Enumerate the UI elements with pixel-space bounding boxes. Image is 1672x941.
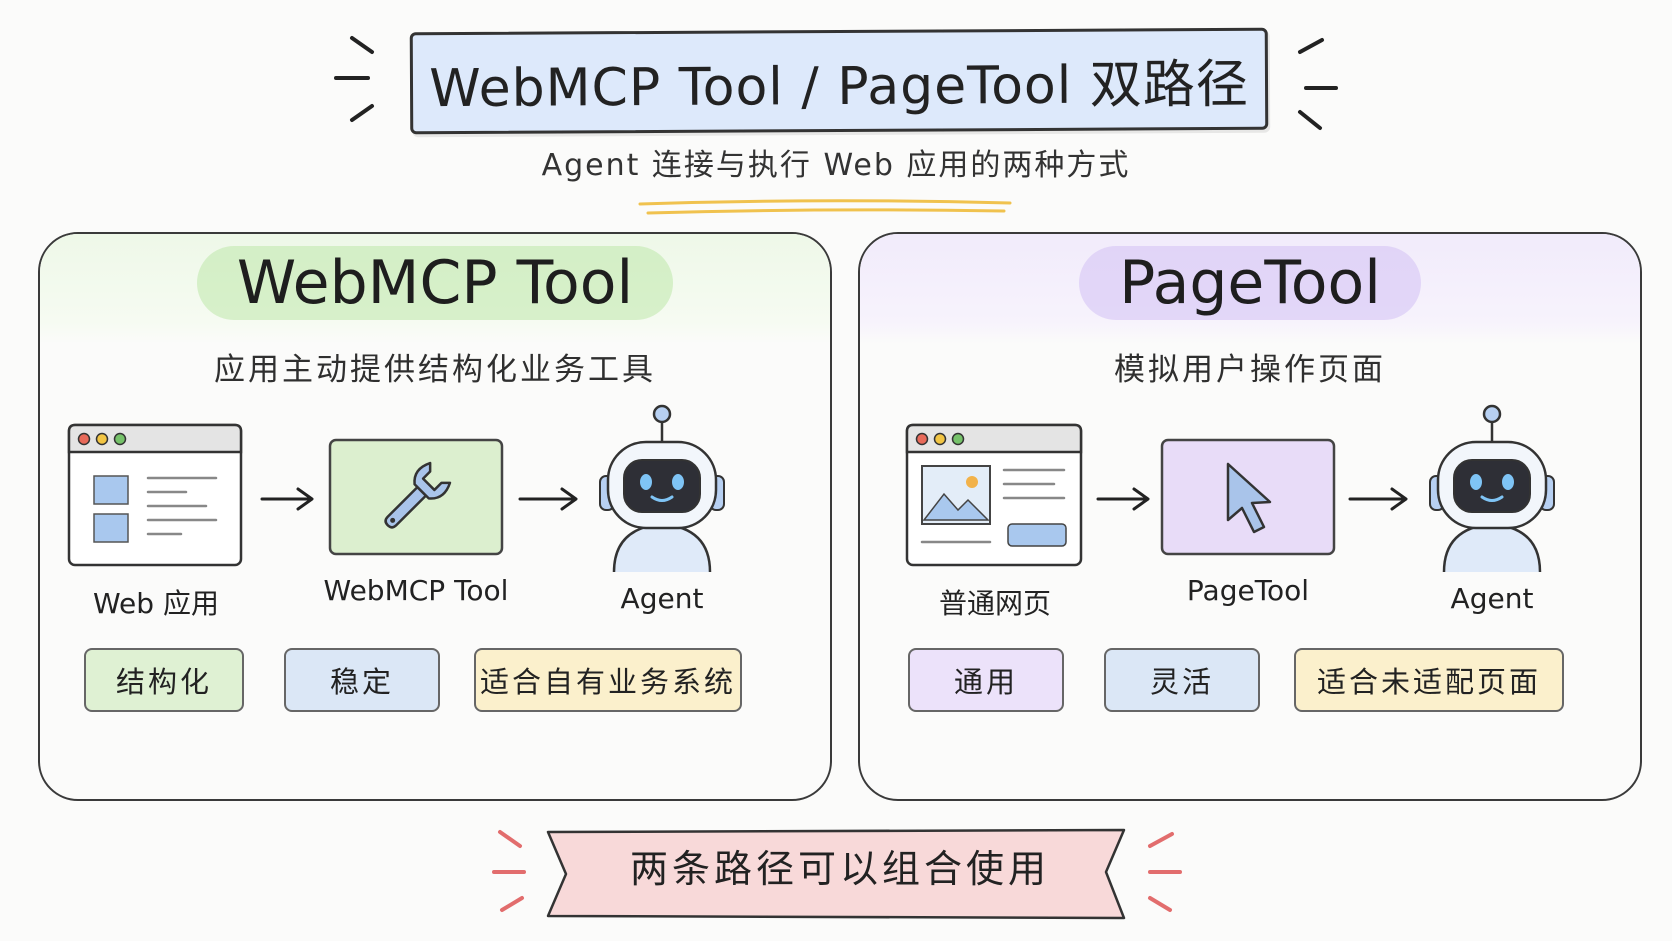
footer-banner-text: 两条路径可以组合使用	[629, 847, 1050, 891]
tag-flexible: 灵活	[1104, 648, 1260, 712]
webmcp-panel: WebMCP Tool 应用主动提供结构化业务工具	[38, 232, 832, 801]
robot-icon	[599, 404, 725, 572]
node-label-normal-webpage: 普通网页	[938, 587, 1051, 620]
panel-description: 模拟用户操作页面	[1114, 352, 1386, 388]
arrow-icon	[1348, 487, 1408, 511]
wrench-icon	[328, 438, 504, 556]
tag-stable: 稳定	[284, 648, 440, 712]
panel-description: 应用主动提供结构化业务工具	[214, 352, 656, 388]
tag-general: 通用	[908, 648, 1064, 712]
panel-title: PageTool	[860, 246, 1640, 320]
panel-title: WebMCP Tool	[40, 246, 830, 320]
page-title: WebMCP Tool / PageTool 双路径	[429, 54, 1249, 119]
browser-window-icon	[67, 423, 243, 567]
pagetool-panel: PageTool 模拟用户操作页面	[858, 232, 1642, 801]
node-label-pagetool: PageTool	[1186, 574, 1310, 607]
panel-title-text: WebMCP Tool	[196, 246, 674, 320]
webpage-icon	[905, 423, 1083, 567]
node-label-webmcp-tool: WebMCP Tool	[323, 574, 509, 607]
panel-title-text: PageTool	[1079, 246, 1421, 320]
node-label-agent: Agent	[1450, 582, 1534, 615]
tag-own-business: 适合自有业务系统	[474, 648, 742, 712]
tag-structured: 结构化	[84, 648, 244, 712]
node-label-web-app: Web 应用	[93, 587, 219, 620]
robot-icon	[1429, 404, 1555, 572]
arrow-icon	[260, 487, 314, 511]
node-label-agent: Agent	[620, 582, 704, 615]
arrow-icon	[1096, 487, 1150, 511]
title-box: WebMCP Tool / PageTool 双路径	[409, 27, 1269, 135]
arrow-icon	[518, 487, 578, 511]
tag-unadapted-pages: 适合未适配页面	[1294, 648, 1564, 712]
cursor-icon	[1160, 438, 1336, 556]
page-subtitle: Agent 连接与执行 Web 应用的两种方式	[541, 148, 1131, 183]
